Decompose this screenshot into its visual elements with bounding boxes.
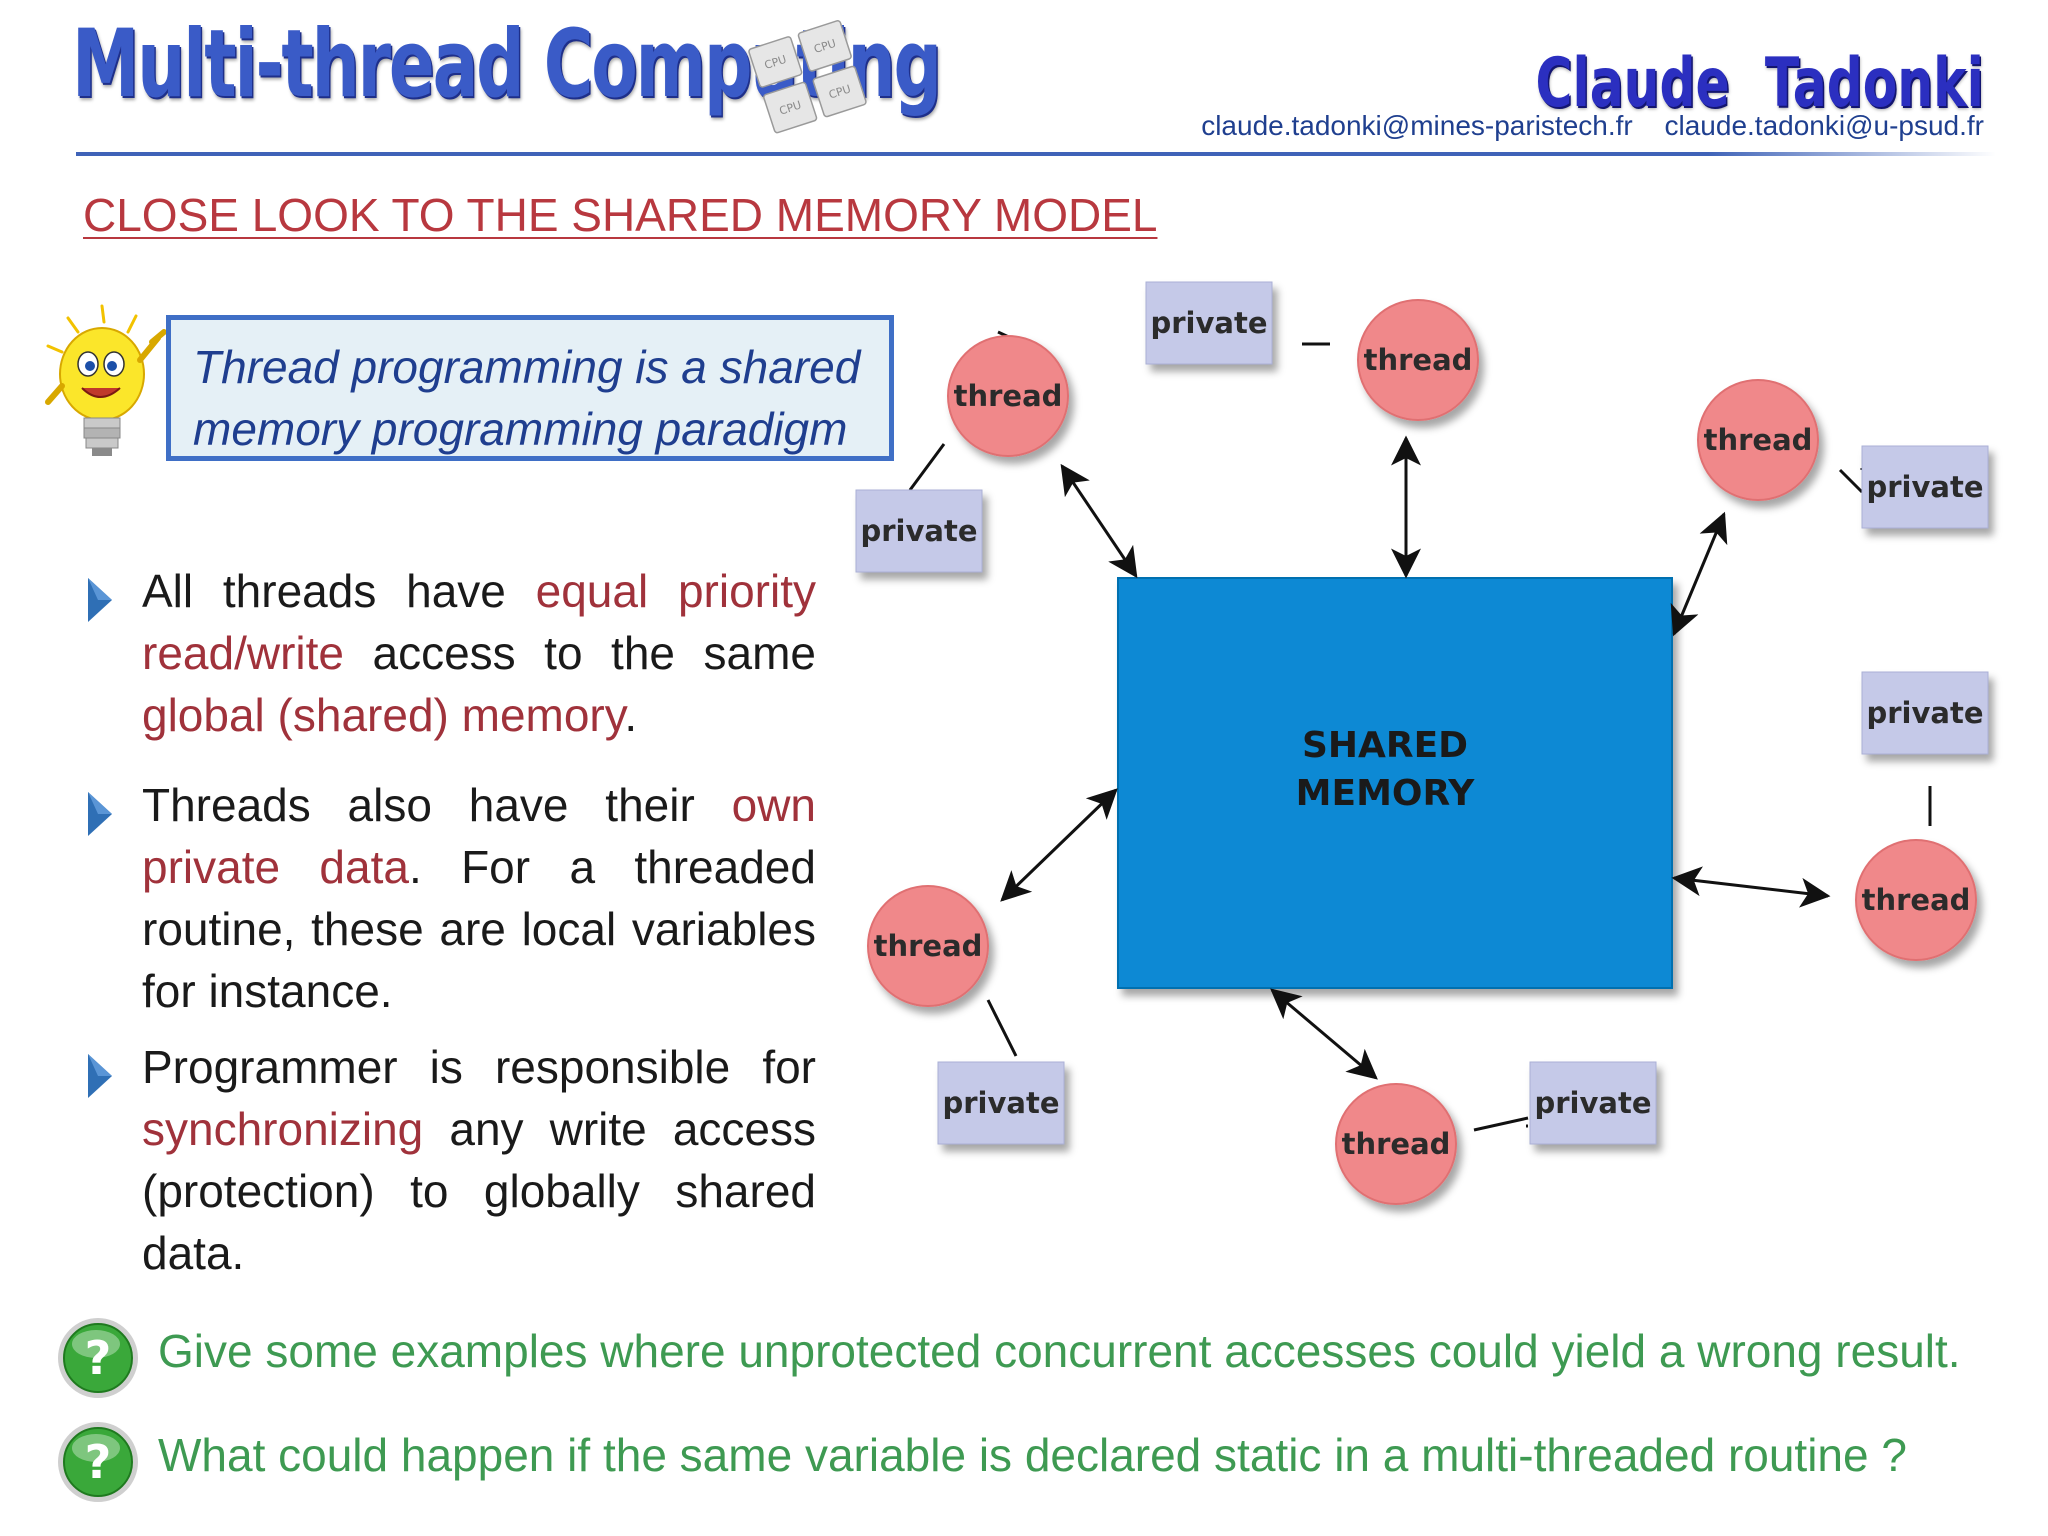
- highlighted-term: own private data: [142, 779, 816, 893]
- connector-thread-private: [1838, 468, 1864, 494]
- thread-label: thread: [954, 379, 1063, 413]
- email-upsud[interactable]: claude.tadonki@u-psud.fr: [1664, 110, 1985, 141]
- highlighted-term: global (shared) memory: [142, 689, 625, 741]
- private-box: private: [1145, 281, 1273, 365]
- key-idea-callout: Thread programming is a shared memory pr…: [166, 315, 894, 461]
- cpu-chips-icon: CPU CPU CPU CPU: [748, 20, 867, 134]
- bullet-text: Threads also have their own private data…: [142, 774, 816, 1022]
- access-arrow: [1270, 988, 1378, 1080]
- private-label: private: [942, 1086, 1059, 1120]
- access-arrow: [1670, 511, 1728, 637]
- thread-label: thread: [1862, 883, 1971, 917]
- email-mines[interactable]: claude.tadonki@mines-paristech.fr: [1201, 110, 1633, 141]
- bullet-text: Programmer is responsible for synchroniz…: [142, 1036, 816, 1284]
- bullet-arrow-icon: [88, 1054, 112, 1098]
- private-label: private: [860, 514, 977, 548]
- question-text: Give some examples where unprotected con…: [158, 1325, 1961, 1377]
- header-divider: [76, 152, 1996, 156]
- connector-thread-private: [908, 443, 946, 491]
- bullet-arrow-icon: [88, 578, 112, 622]
- thread-label: thread: [1342, 1127, 1451, 1161]
- bullet-item: Programmer is responsible for synchroniz…: [86, 1036, 816, 1284]
- bullet-text: All threads have equal priority read/wri…: [142, 560, 816, 746]
- highlighted-term: synchronizing: [142, 1103, 424, 1155]
- private-box: private: [1861, 445, 1989, 529]
- access-arrow: [1671, 866, 1831, 908]
- shared-memory-block: SHARED MEMORY: [1117, 577, 1673, 989]
- access-arrow: [1060, 463, 1138, 579]
- question-mark-icon: ?: [58, 1422, 138, 1502]
- question-mark-icon: ?: [58, 1318, 138, 1398]
- private-box: private: [855, 489, 983, 573]
- access-arrow: [1000, 788, 1118, 902]
- bullet-item: Threads also have their own private data…: [86, 774, 816, 1022]
- bullet-text-segment: . For a threaded routine, these are loca…: [142, 841, 816, 1017]
- thread-label: thread: [874, 929, 983, 963]
- callout-line-2: memory programming paradigm: [193, 403, 848, 455]
- private-box: private: [937, 1061, 1065, 1145]
- shared-memory-diagram: SHARED MEMORY private private private: [855, 281, 1989, 1205]
- lightbulb-mascot-icon: [45, 304, 167, 456]
- thread-node: thread: [1855, 839, 1977, 961]
- connector-thread-private: [986, 999, 1018, 1057]
- thread-node: thread: [1697, 379, 1819, 501]
- section-title: CLOSE LOOK TO THE SHARED MEMORY MODEL: [83, 189, 1158, 241]
- bullet-text-segment: Programmer is responsible for: [142, 1041, 816, 1093]
- thread-node: thread: [867, 885, 989, 1007]
- svg-text:?: ?: [85, 1435, 112, 1489]
- shared-memory-label-line-2: MEMORY: [1296, 773, 1476, 814]
- bullet-text-segment: All threads have: [142, 565, 536, 617]
- question-item: ? What could happen if the same variable…: [56, 1420, 2016, 1504]
- svg-text:?: ?: [85, 1331, 112, 1385]
- private-label: private: [1534, 1086, 1651, 1120]
- private-label: private: [1866, 470, 1983, 504]
- author-name: Claude Tadonki: [1535, 44, 1984, 123]
- private-box: private: [1861, 671, 1989, 755]
- question-text: What could happen if the same variable i…: [158, 1429, 1907, 1481]
- shared-memory-label-line-1: SHARED: [1302, 725, 1468, 766]
- callout-line-1: Thread programming is a shared: [193, 341, 861, 393]
- bullet-item: All threads have equal priority read/wri…: [86, 560, 816, 746]
- thread-label: thread: [1704, 423, 1813, 457]
- private-box: private: [1529, 1061, 1657, 1145]
- bullet-text-segment: .: [624, 689, 638, 741]
- author-emails: claude.tadonki@mines-paristech.fr claude…: [1201, 110, 1984, 142]
- thread-node: thread: [947, 335, 1069, 457]
- thread-node: thread: [1357, 299, 1479, 421]
- thread-node: thread: [1335, 1083, 1457, 1205]
- thread-label: thread: [1364, 343, 1473, 377]
- question-item: ? Give some examples where unprotected c…: [56, 1316, 2016, 1400]
- bullet-text-segment: access to the same: [343, 627, 816, 679]
- private-label: private: [1150, 306, 1267, 340]
- bullet-arrow-icon: [88, 792, 112, 836]
- highlighted-term: equal priority read/write: [142, 565, 816, 679]
- connector-thread-private: [1473, 1116, 1529, 1132]
- bullet-text-segment: any write access (protection) to globall…: [142, 1103, 816, 1279]
- private-label: private: [1866, 696, 1983, 730]
- bullet-text-segment: Threads also have their: [142, 779, 732, 831]
